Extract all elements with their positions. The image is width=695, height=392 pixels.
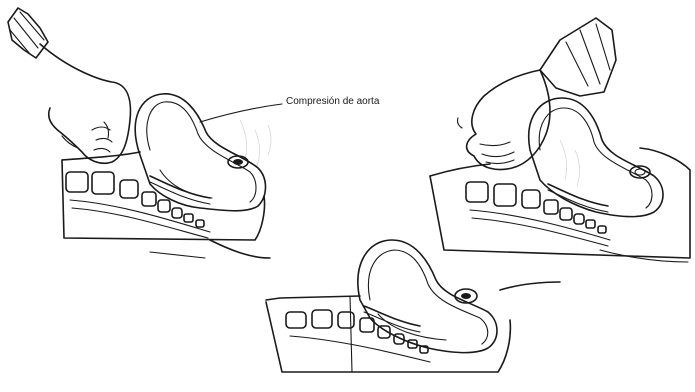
panel-left bbox=[8, 8, 282, 258]
sleeve-left bbox=[8, 8, 48, 58]
callout-leader-line bbox=[200, 104, 282, 122]
background-shading-right bbox=[560, 140, 580, 186]
spine-bottom bbox=[286, 306, 430, 362]
callout-label-aortic-compression: Compresión de aorta bbox=[286, 96, 379, 107]
spine-right bbox=[466, 182, 610, 246]
hand-right bbox=[458, 70, 550, 170]
panel-right bbox=[430, 18, 690, 262]
body-outline-bottom bbox=[266, 282, 560, 372]
body-outline-right bbox=[430, 148, 690, 262]
panel-bottom bbox=[266, 240, 560, 372]
spine-left bbox=[66, 172, 210, 238]
uterus-right bbox=[529, 98, 663, 217]
hand-left bbox=[40, 44, 130, 163]
sleeve-right bbox=[540, 18, 616, 96]
